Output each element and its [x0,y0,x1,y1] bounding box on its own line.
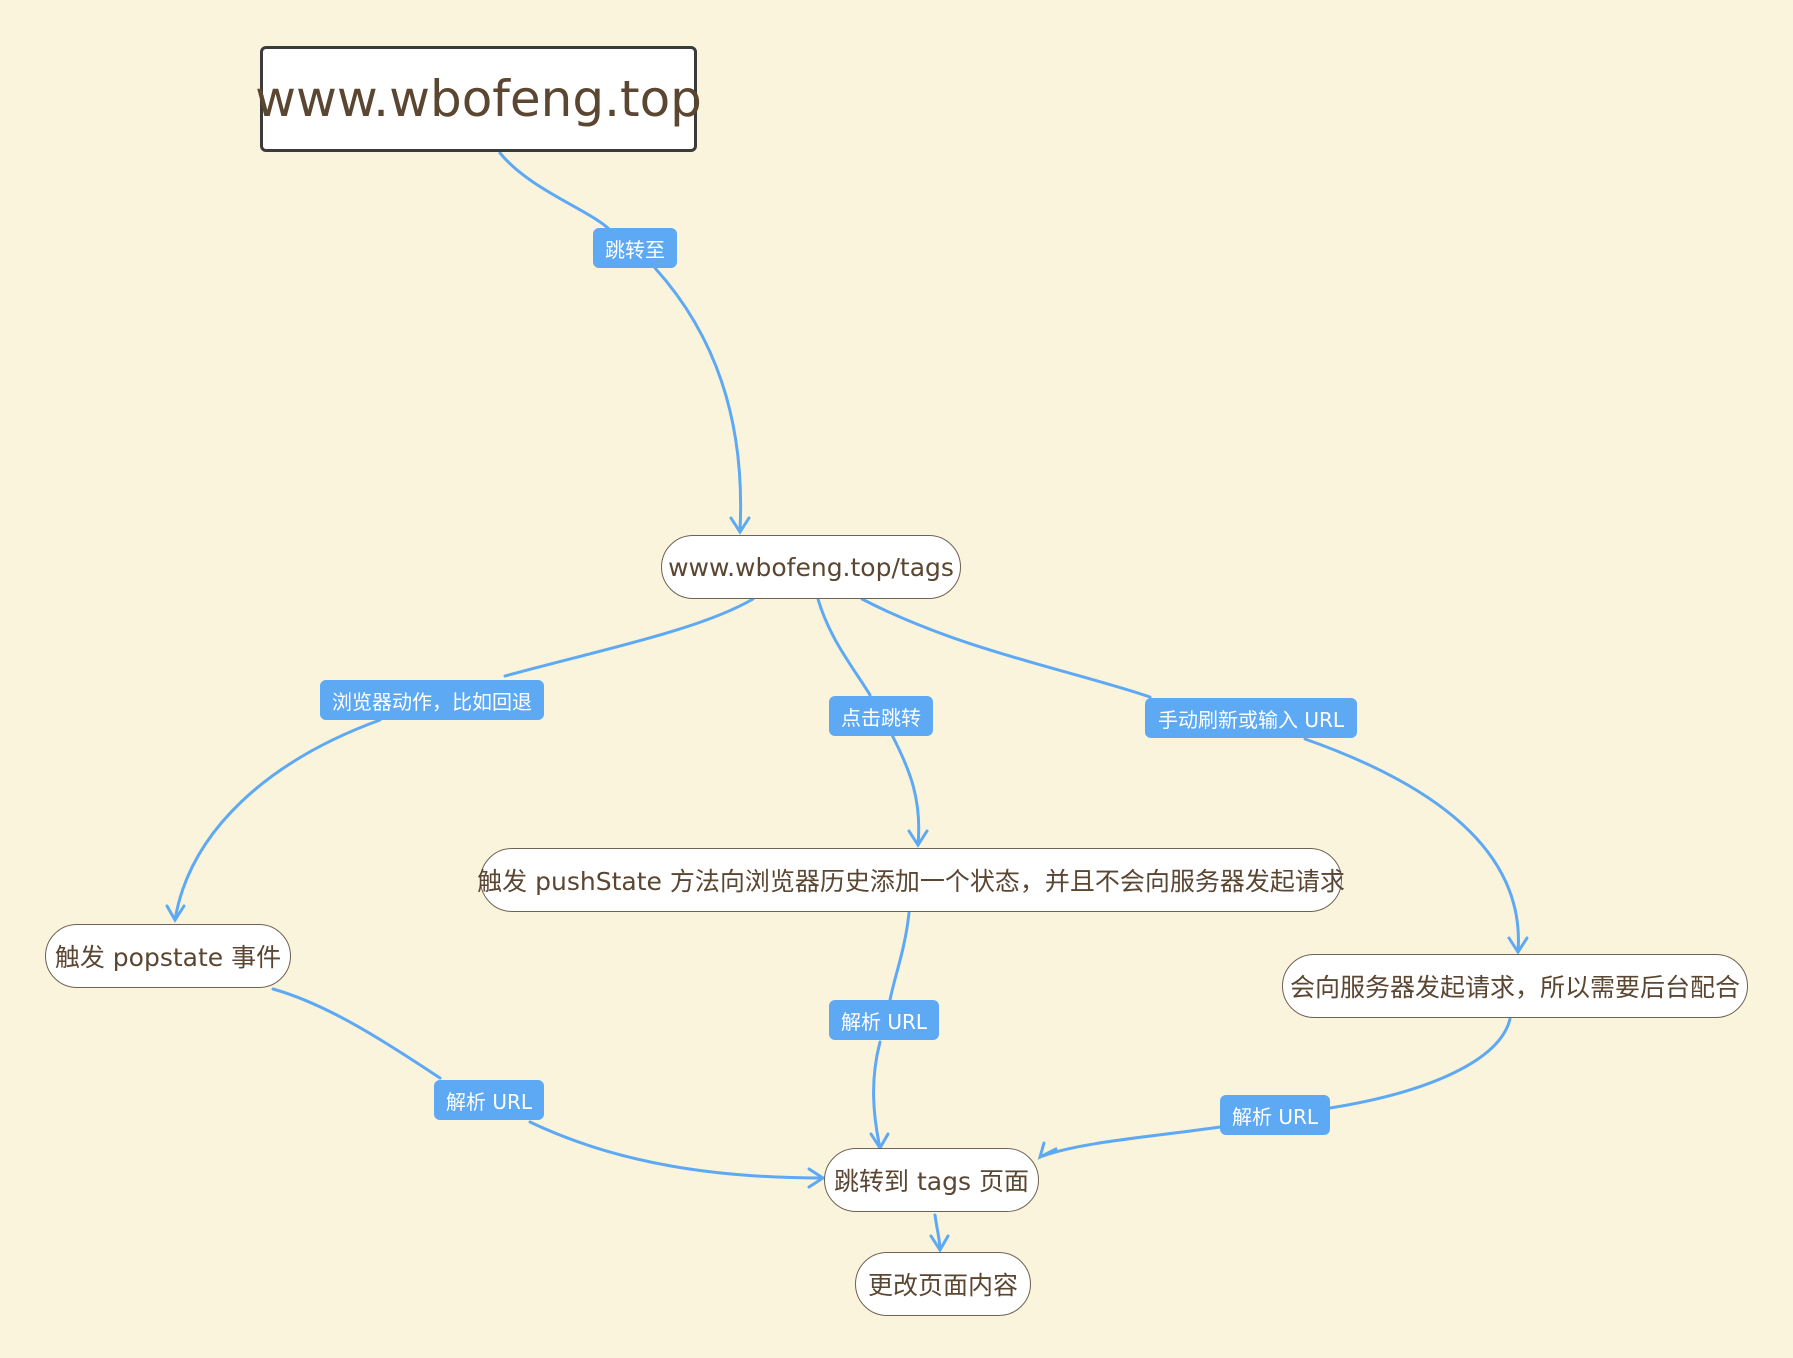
root-node: www.wbofeng.top [255,46,702,152]
edge-label-parse-url-middle: 解析 URL [829,1000,939,1040]
arrow-tags-to-pushstate [907,829,929,848]
edge-root-to-tags [498,151,743,532]
arrow-root-to-tags [729,516,751,535]
edge-tags-to-popstate [173,597,755,922]
edge-label-click-jump: 点击跳转 [829,696,933,736]
arrow-tags-to-popstate [165,904,186,923]
tags-url-node: www.wbofeng.top/tags [661,535,961,599]
goto-tags-node: 跳转到 tags 页面 [824,1148,1039,1212]
edge-label-browser-action: 浏览器动作，比如回退 [320,680,544,720]
edge-server-to-goto [1038,1017,1512,1159]
edge-label-jump-to: 跳转至 [593,228,677,268]
edge-popstate-to-goto [271,987,825,1180]
edge-label-parse-url-right: 解析 URL [1220,1095,1330,1135]
pushstate-node: 触发 pushState 方法向浏览器历史添加一个状态，并且不会向服务器发起请求 [477,848,1345,912]
arrow-goto-to-change [929,1234,950,1253]
edge-label-manual-refresh: 手动刷新或输入 URL [1145,698,1357,738]
arrow-tags-to-server [1507,936,1529,955]
server-request-node: 会向服务器发起请求，所以需要后台配合 [1282,954,1748,1018]
arrow-popstate-to-goto [807,1167,826,1189]
edge-tags-to-pushstate [816,597,921,847]
arrow-server-to-goto [1037,1141,1058,1160]
edge-label-parse-url-left: 解析 URL [434,1080,544,1120]
edge-pushstate-to-goto [872,911,911,1150]
change-content-node: 更改页面内容 [855,1252,1031,1316]
popstate-node: 触发 popstate 事件 [45,924,291,988]
edge-tags-to-server [860,597,1520,954]
